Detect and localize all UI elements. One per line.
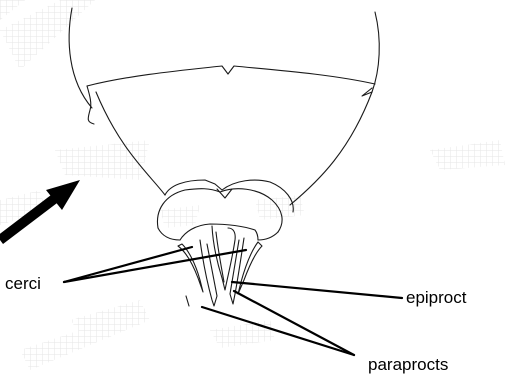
body-right-side xyxy=(372,12,379,92)
epiproct-inner xyxy=(216,232,224,282)
paraprocts-label: paraprocts xyxy=(368,356,448,373)
tergite-right-lower xyxy=(290,92,372,205)
epiproct-label: epiproct xyxy=(406,289,466,306)
tergite-left-flank xyxy=(87,86,94,124)
cercus-left xyxy=(178,244,203,292)
anal-segment-upper xyxy=(180,224,258,240)
cercus-hair xyxy=(186,296,189,306)
epiproct-leader xyxy=(232,282,402,298)
anal-segment-left xyxy=(158,228,180,240)
cerci-label: cerci xyxy=(5,275,41,292)
anal-segment-right xyxy=(258,232,278,240)
cerci-leader-left xyxy=(64,247,192,282)
upper-segment-boundary xyxy=(87,66,375,86)
